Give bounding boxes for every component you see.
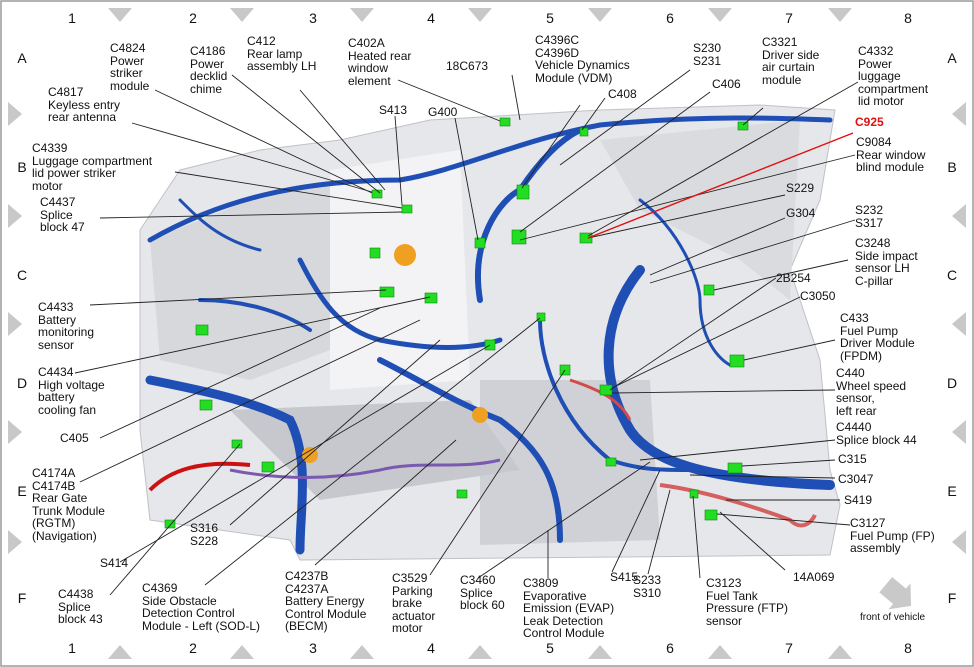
label-c405: C405 — [60, 431, 89, 445]
label-c440: C440 Wheel speed sensor, left rear — [836, 366, 907, 418]
grid-col-7-bottom: 7 — [785, 640, 793, 656]
label-s233: S233 S310 — [633, 573, 662, 600]
grid-col-8: 8 — [904, 10, 912, 26]
label-c3809: C3809 Evaporative Emission (EVAP) Leak D… — [523, 576, 615, 640]
border-markers — [8, 8, 966, 659]
grid-row-c: C — [16, 267, 28, 283]
grid-col-3: 3 — [309, 10, 317, 26]
label-c4817: C4817 Keyless entry rear antenna — [48, 85, 121, 124]
label-c3047: C3047 — [838, 472, 874, 486]
label-c4434: C4434 High voltage battery cooling fan — [38, 365, 105, 417]
grid-row-a-right: A — [947, 50, 957, 66]
label-c3460: C3460 Splice block 60 — [460, 573, 505, 612]
label-c4440: C4440 Splice block 44 — [836, 420, 917, 447]
label-c9084: C9084 Rear window blind module — [856, 135, 926, 174]
grid-col-2: 2 — [189, 10, 197, 26]
label-2b254: 2B254 — [776, 271, 811, 285]
grid-row-c-right: C — [946, 267, 958, 283]
wiring-harness — [145, 115, 835, 555]
label-c4433: C4433 Battery monitoring sensor — [38, 300, 95, 352]
label-c4824: C4824 Power striker module — [110, 41, 150, 93]
grid-row-d-right: D — [946, 375, 958, 391]
label-g304: G304 — [786, 206, 816, 220]
grid-col-6: 6 — [666, 10, 674, 26]
label-c402a: C402A Heated rear window element — [348, 36, 412, 88]
label-c3123: C3123 Fuel Tank Pressure (FTP) sensor — [706, 576, 789, 628]
label-c3529: C3529 Parking brake actuator motor — [392, 571, 436, 635]
body-panel-center — [330, 150, 470, 390]
front-of-vehicle-label: front of vehicle — [860, 612, 926, 623]
label-s229: S229 — [786, 181, 815, 195]
label-c412: C412 Rear lamp assembly LH — [247, 34, 317, 73]
label-c3050: C3050 — [800, 289, 836, 303]
grid-row-f: F — [17, 590, 27, 606]
label-c4437: C4437 Splice block 47 — [40, 195, 85, 234]
label-s316: S316 S228 — [190, 521, 219, 548]
label-c4332: C4332 Power luggage compartment lid moto… — [858, 44, 929, 108]
grid-row-e: E — [17, 483, 27, 499]
grid-col-8-bottom: 8 — [904, 640, 912, 656]
label-c4339: C4339 Luggage compartment lid power stri… — [32, 141, 153, 193]
label-c4438: C4438 Splice block 43 — [58, 587, 103, 626]
label-c4186: C4186 Power decklid chime — [190, 44, 228, 96]
orange-part-3 — [472, 407, 488, 423]
label-c315: C315 — [838, 452, 867, 466]
label-c4396: C4396C C4396D Vehicle Dynamics Module (V… — [535, 33, 630, 85]
grid-row-f-right: F — [947, 590, 957, 606]
label-s419: S419 — [844, 493, 873, 507]
label-c4237: C4237B C4237A Battery Energy Control Mod… — [285, 569, 367, 633]
label-c408: C408 — [608, 87, 637, 101]
label-c925: C925 — [855, 115, 884, 129]
grid-row-d: D — [16, 375, 28, 391]
label-s414: S414 — [100, 556, 129, 570]
red-wire-center — [569, 378, 632, 421]
grid-col-5-bottom: 5 — [546, 640, 554, 656]
label-s413: S413 — [379, 103, 408, 117]
leader-lines — [74, 69, 859, 596]
grid-col-4-bottom: 4 — [427, 640, 435, 656]
purple-wire — [229, 458, 501, 479]
rear-panel — [600, 120, 800, 300]
grid-col-3-bottom: 3 — [309, 640, 317, 656]
c925-leader — [587, 132, 854, 239]
grid-row-b-right: B — [947, 159, 957, 175]
grid-row-a: A — [17, 50, 27, 66]
label-18c673: 18C673 — [446, 59, 489, 73]
grid-col-6-bottom: 6 — [666, 640, 674, 656]
orange-part-1 — [394, 244, 416, 266]
floor-panel — [480, 380, 660, 545]
label-c3321: C3321 Driver side air curtain module — [762, 35, 820, 87]
label-c3248: C3248 Side impact sensor LH C-pillar — [855, 236, 918, 288]
label-c4174: C4174A C4174B Rear Gate Trunk Module (RG… — [32, 466, 105, 543]
front-arrow-icon — [879, 577, 912, 610]
grid-row-b: B — [17, 159, 27, 175]
label-c406: C406 — [712, 77, 741, 91]
grid-col-2-bottom: 2 — [189, 640, 197, 656]
label-c3127: C3127 Fuel Pump (FP) assembly — [850, 516, 935, 555]
label-s230: S230 S231 — [693, 41, 722, 68]
grid-row-e-right: E — [947, 483, 957, 499]
body-panel-left — [150, 180, 330, 380]
label-s232: S232 S317 — [855, 203, 884, 230]
red-wire-left — [148, 461, 251, 492]
label-s415: S415 — [610, 570, 639, 584]
label-c4369: C4369 Side Obstacle Detection Control Mo… — [142, 581, 261, 633]
label-c433: C433 Fuel Pump Driver Module (FPDM) — [840, 311, 915, 363]
grid-col-5: 5 — [546, 10, 554, 26]
label-g400: G400 — [428, 105, 458, 119]
grid-col-1: 1 — [68, 10, 76, 26]
grid-col-4: 4 — [427, 10, 435, 26]
grid-col-1-bottom: 1 — [68, 640, 76, 656]
label-14a069: 14A069 — [793, 570, 835, 584]
grid-col-7: 7 — [785, 10, 793, 26]
